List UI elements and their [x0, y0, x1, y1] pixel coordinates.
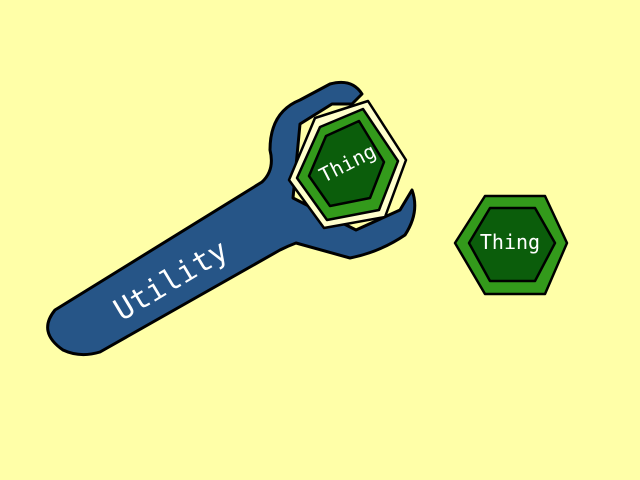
- nut-inner: [467, 206, 557, 283]
- wrench-body: [46, 80, 417, 357]
- nut-label: Thing: [480, 230, 540, 254]
- hex-nut-icon: Thing: [453, 194, 569, 296]
- nut-inner: [307, 119, 386, 208]
- hex-nut-icon: Thing: [287, 99, 408, 230]
